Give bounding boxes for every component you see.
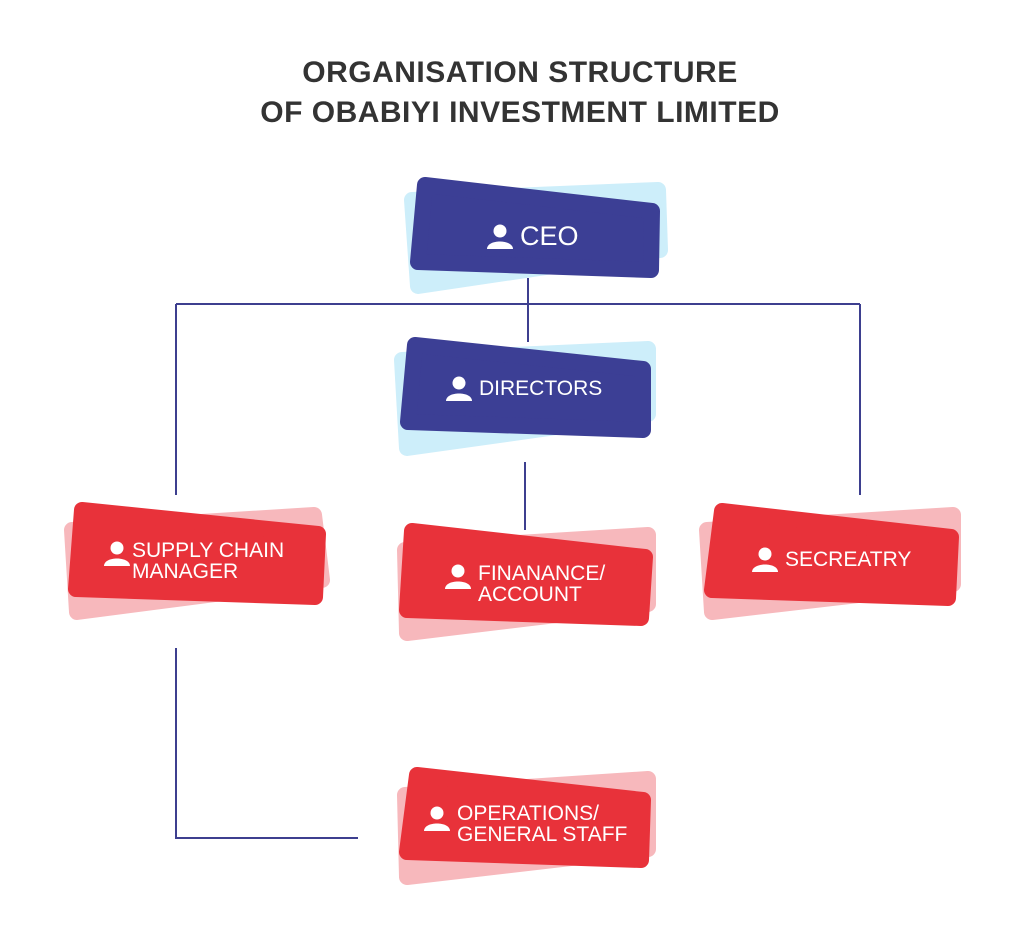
connectors [175,278,861,839]
node-label-line-2: ACCOUNT [478,583,582,606]
node-ceo: CEO [486,220,579,251]
title-line-2: OF OBABIYI INVESTMENT LIMITED [260,96,780,129]
secretary-box [704,503,959,606]
node-label-line-1: FINANANCE/ [478,562,606,585]
node-label-line-1: OPERATIONS/ [457,802,599,825]
node-label: DIRECTORS [479,376,603,400]
node-secretary: SECREATRY [751,546,911,572]
finance-box [399,523,653,626]
title-line-1: ORGANISATION STRUCTURE [302,56,738,89]
node-finance-account: FINANANCE/ACCOUNT [444,563,605,605]
node-label-line-2: MANAGER [132,560,239,583]
person-icon [445,564,471,589]
node-operations-general-staff: OPERATIONS/GENERAL STAFF [423,803,627,845]
person-icon [752,547,778,572]
node-label: SECREATRY [785,547,912,571]
node-directors: DIRECTORS [445,375,602,401]
person-icon [424,806,450,831]
person-icon [487,224,513,249]
node-label-line-1: SUPPLY CHAIN [132,539,285,562]
person-icon [446,376,472,401]
node-label-line-2: GENERAL STAFF [457,823,628,846]
connector-operations [175,648,358,839]
ceo-box [410,177,660,278]
operations-box [399,767,651,868]
directors-box [400,337,651,438]
node-label: CEO [520,220,579,251]
supply-chain-box [68,502,326,605]
person-icon [104,541,130,566]
